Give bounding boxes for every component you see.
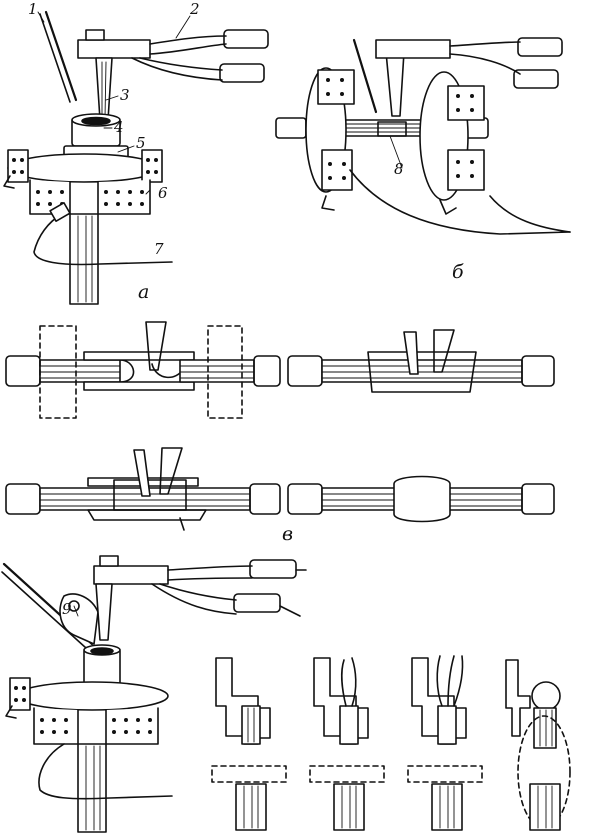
section-4 <box>505 659 571 831</box>
panel-label-a: а <box>138 281 149 303</box>
label-8: 8 <box>394 160 404 178</box>
label-5: 5 <box>136 134 146 152</box>
electrode-holder-tongs <box>77 29 269 83</box>
panel-label-v: в <box>282 523 293 545</box>
bottom-cup <box>83 644 121 689</box>
bottom-holder <box>93 555 307 617</box>
bottom-cooler-disc <box>5 677 169 719</box>
panel-b-assembly <box>275 37 571 235</box>
bottom-electrode <box>95 583 113 641</box>
left-cooler-disc <box>305 67 355 211</box>
stage-4 <box>287 475 555 523</box>
mold-sections <box>211 655 571 831</box>
bottom-conductor <box>77 743 107 833</box>
ground-wire <box>33 202 173 266</box>
label-7: 7 <box>154 240 164 258</box>
leader-lines <box>37 11 403 617</box>
horizontal-mold <box>377 121 407 137</box>
label-3: 3 <box>120 86 130 104</box>
bottom-clamp-band <box>33 707 159 745</box>
label-9: 9 <box>62 600 72 618</box>
panel-b-holder <box>352 37 563 117</box>
electrode-tip <box>95 57 113 121</box>
stage-1 <box>5 321 281 419</box>
stage-3 <box>5 447 281 531</box>
stage-2 <box>287 329 555 393</box>
conductor-cable <box>69 213 99 305</box>
label-6: 6 <box>158 184 168 202</box>
right-cooler-disc <box>419 71 485 215</box>
carbon-electrode-rod <box>39 10 78 103</box>
panel-b-wire-right <box>489 195 571 233</box>
section-1 <box>211 657 287 831</box>
clamp-band <box>29 179 151 215</box>
panel-label-b: б <box>452 261 464 283</box>
section-2 <box>309 657 385 831</box>
bottom-ground-wire <box>38 743 173 800</box>
label-4: 4 <box>113 118 124 136</box>
panel-v-stages <box>5 321 555 531</box>
section-3 <box>407 655 483 831</box>
label-1: 1 <box>28 0 38 18</box>
panel-vertical-assembly <box>1 555 307 833</box>
cooler-disc <box>3 149 163 189</box>
panel-b-wire-lower <box>349 169 571 235</box>
panel-a-assembly <box>3 10 269 305</box>
label-2: 2 <box>189 0 200 18</box>
